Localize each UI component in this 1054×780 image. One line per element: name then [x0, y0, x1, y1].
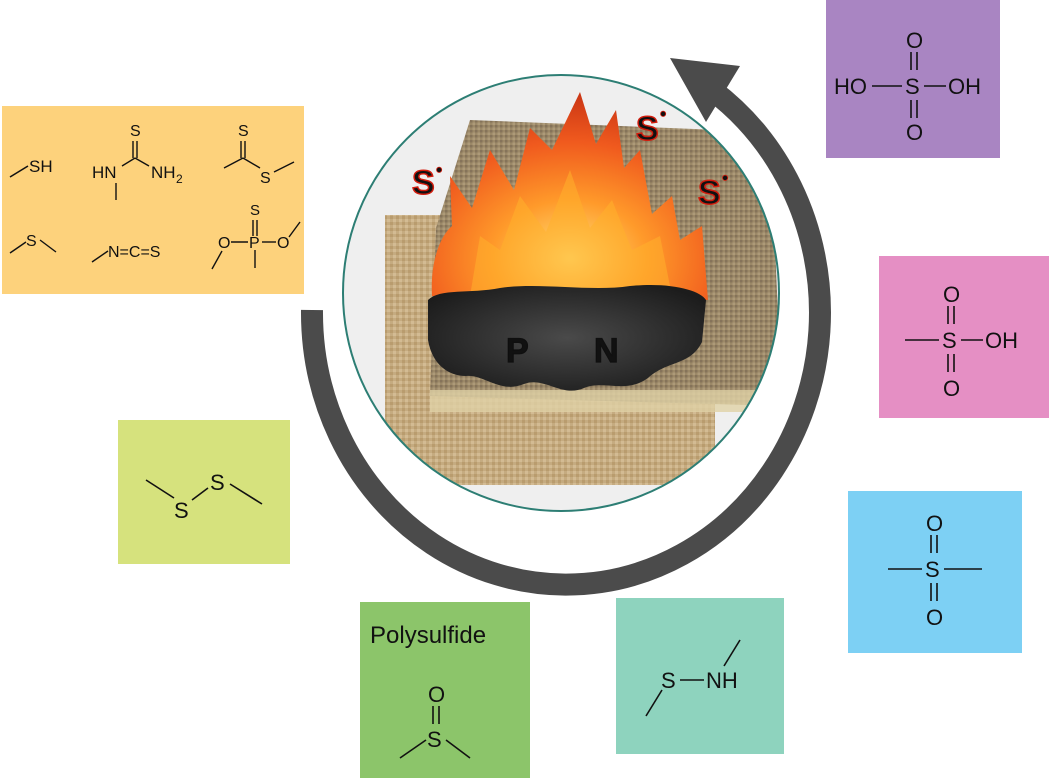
sulfone-s: S	[925, 557, 940, 582]
cycle-arrowhead	[670, 58, 740, 122]
center-circle-border	[342, 74, 780, 512]
polysulfide-box: Polysulfide O S	[360, 602, 530, 778]
sulfur-groups-box: SH S HN NH 2 S S S N=C=S S O P O	[2, 106, 304, 294]
isothiocyanate-label: N=C=S	[108, 244, 160, 261]
char-layer	[428, 284, 706, 391]
thiourea-nh2-label: NH	[151, 163, 176, 182]
sulfonic-oh: OH	[985, 328, 1018, 353]
disulfide-box: S S	[118, 420, 290, 564]
sulfide-s-label: S	[26, 233, 37, 250]
radical-top-dot: •	[660, 104, 666, 124]
sulfonic-o-top: O	[943, 282, 960, 307]
sulfonic-o-bottom: O	[943, 376, 960, 401]
dithioester-top-s-label: S	[238, 123, 249, 140]
polysulfide-title: Polysulfide	[370, 622, 487, 649]
radical-top: S	[636, 110, 659, 148]
radical-right-dot: •	[722, 168, 728, 188]
thiourea-hn-label: HN	[92, 163, 117, 182]
sulfenamide-s: S	[661, 668, 676, 693]
sulfuric-ho: HO	[834, 74, 867, 99]
nitrogen-label: N	[594, 332, 619, 370]
sulfone-o-top: O	[926, 511, 943, 536]
sulfur-groups-structures: SH S HN NH 2 S S S N=C=S S O P O	[9, 123, 301, 270]
thiourea-nh2-subscript: 2	[176, 172, 183, 186]
phosphate-o-left-label: O	[218, 235, 230, 252]
sulfone-box: O S O	[848, 491, 1022, 653]
sulfuric-acid-structure: O HO S OH O	[834, 28, 981, 145]
phosphate-o-right-label: O	[277, 235, 289, 252]
sulfone-structure: O S O	[888, 511, 982, 630]
sulfoxide-o: O	[428, 682, 445, 707]
radical-left-dot: •	[436, 160, 442, 180]
disulfide-s2: S	[210, 470, 225, 495]
sulfenamide-box: S NH	[616, 598, 784, 754]
phosphate-s-label: S	[250, 202, 260, 219]
phosphate-p-label: P	[249, 235, 260, 252]
radical-right: S	[698, 174, 721, 212]
sulfuric-oh: OH	[948, 74, 981, 99]
sulfuric-acid-box: O HO S OH O	[826, 0, 1000, 158]
disulfide-structure: S S	[145, 470, 263, 523]
cycle-arrow	[300, 81, 831, 596]
disulfide-s1: S	[174, 498, 189, 523]
sulfone-o-bottom: O	[926, 605, 943, 630]
sulfonic-s: S	[942, 328, 957, 353]
sulfoxide-structure: O S	[399, 682, 471, 759]
sulfenamide-nh: NH	[706, 668, 738, 693]
sulfonic-acid-box: O S OH O	[879, 256, 1049, 418]
radical-left: S	[412, 164, 435, 202]
sulfonic-acid-structure: O S OH O	[905, 282, 1018, 401]
sulfoxide-s: S	[427, 727, 442, 752]
phosphorus-label: P	[506, 332, 529, 370]
dithioester-s-label: S	[260, 170, 271, 187]
sulfenamide-structure: S NH	[645, 639, 741, 717]
sulfuric-s: S	[905, 74, 920, 99]
sulfuric-o-top: O	[906, 28, 923, 53]
thiourea-s-label: S	[130, 123, 141, 140]
sulfuric-o-bottom: O	[906, 120, 923, 145]
thiol-label: SH	[29, 157, 53, 176]
